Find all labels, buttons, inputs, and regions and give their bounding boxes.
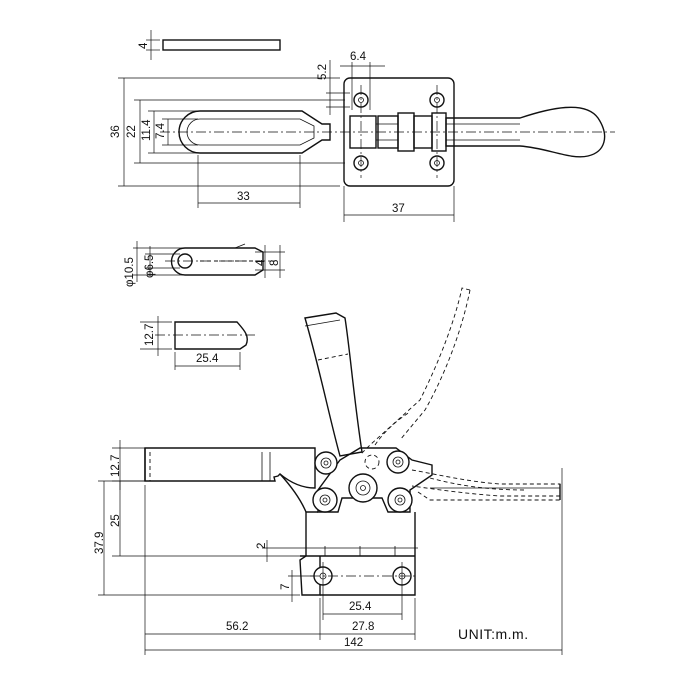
dim-bar-to-base: 25 (110, 514, 122, 527)
dim-base-width: 27.8 (352, 621, 374, 633)
dim-eye-outer: φ10.5 (124, 257, 136, 287)
eye-end-outline (170, 247, 264, 276)
dim-slot-width: 11.4 (141, 119, 153, 141)
dim-hole-pitch: 6.4 (350, 51, 367, 63)
handle-lever-open (304, 312, 363, 457)
dim-spindle-height: 12.7 (144, 324, 156, 346)
pivot-pin (314, 451, 338, 475)
dim-slot-width-inner: 7.4 (155, 122, 167, 139)
dim-eye-inner: φ6.5 (144, 255, 156, 278)
dim-plate-thickness: 4 (138, 42, 150, 49)
plate-thickness-view: 4 (138, 30, 281, 60)
dim-hole-spacing: 25.4 (349, 601, 372, 613)
base-plate-bottom (320, 556, 416, 596)
clamp-bar (144, 447, 316, 489)
handle-grip (445, 106, 606, 158)
spindle-view: 12.7 25.4 (140, 316, 255, 370)
dim-base-thickness: 2 (256, 543, 268, 549)
dim-overall-length: 142 (344, 637, 363, 649)
spindle-outline (174, 321, 248, 350)
side-view: 12.7 25 37.9 2 7 25.4 27.8 56.2 142 (94, 287, 563, 655)
dim-overall-height: 37.9 (94, 532, 106, 554)
linkage-body (317, 447, 433, 513)
dim-base-length: 37 (392, 203, 405, 215)
dim-bar-height: 12.7 (110, 455, 122, 477)
dim-slot-length: 33 (237, 191, 250, 203)
eye-end-view: φ10.5 φ6.5 4 8 (124, 241, 285, 287)
handle-lever-hidden (359, 287, 471, 456)
pivot-pin (312, 487, 338, 513)
pivot-pin (386, 450, 410, 474)
base-bracket-left (299, 512, 321, 596)
dim-eye-thickness-a: 4 (255, 259, 267, 266)
dim-overall-width: 36 (110, 125, 122, 138)
dim-slot-width-outer: 22 (126, 125, 138, 138)
pivot-pin (387, 487, 413, 513)
handle-closed (411, 469, 561, 497)
slotted-bar (178, 110, 331, 154)
dim-hole-offset: 5.2 (317, 64, 329, 80)
unit-label: UNIT:m.m. (458, 626, 529, 642)
dim-eye-thickness-b: 8 (269, 260, 281, 266)
dim-hole-height: 7 (280, 584, 292, 590)
top-view: 36 22 11.4 7.4 5.2 6.4 33 37 (110, 51, 615, 222)
pivot-pin-main (348, 473, 378, 503)
dim-spindle-length: 25.4 (196, 353, 219, 365)
dim-bar-extension: 56.2 (226, 621, 248, 633)
